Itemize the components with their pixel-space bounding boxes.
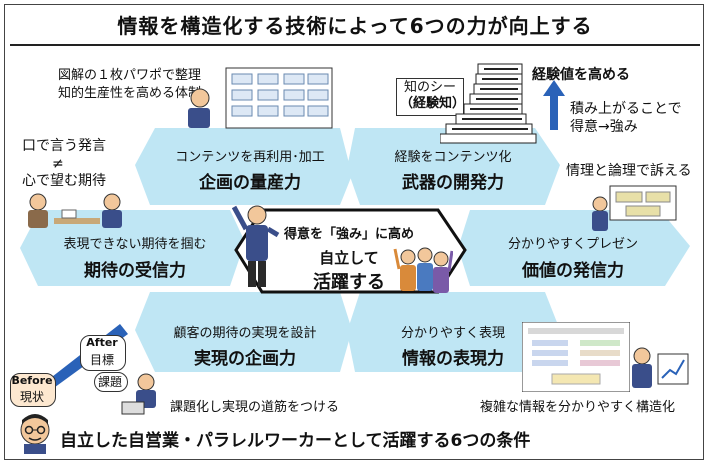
before-label: Before	[11, 374, 53, 387]
hex-weapon-dev	[347, 128, 560, 205]
center-line3: 活躍する	[313, 272, 385, 293]
laptop-with-diagram-icon	[188, 67, 333, 129]
meeting-people-icon	[28, 193, 122, 228]
hex-planning-mass	[135, 128, 352, 205]
issue-pill	[94, 372, 128, 392]
presenter-icon	[592, 185, 677, 231]
after-target-pill	[80, 335, 126, 371]
hex-expectation-receive	[20, 210, 245, 286]
center-line2: 自立して	[319, 249, 379, 267]
knowledge-sheet-label: 知のシート	[403, 80, 456, 111]
hex-realization-plan	[135, 292, 352, 372]
hex3-main: 期待の受信力	[84, 261, 186, 281]
hex6-main: 情報の表現力	[402, 349, 504, 369]
experience-head: 経験値を高める	[532, 67, 630, 83]
structured-slide-icon	[522, 322, 630, 392]
center-line1: 得意を「強み」に高め	[283, 227, 414, 242]
hex3-sub: 表現できない期待を掴む	[63, 237, 207, 252]
after-label: After	[86, 336, 118, 349]
knowledge-sheet-card	[396, 78, 464, 116]
left-note-3: 心で望む期待	[22, 173, 106, 189]
right-note: 情理と論理で訴える	[566, 163, 692, 179]
person-at-laptop-icon	[121, 373, 156, 415]
up-arrow-icon	[543, 80, 565, 130]
team-cheer-icon	[393, 247, 453, 293]
top-left-note-1: 図解の１枚パワポで整理	[58, 68, 202, 83]
bottom-right-note: 複雑な情報を分かりやすく構造化	[480, 400, 676, 415]
hex4-sub: 分かりやすくプレゼン	[507, 237, 638, 252]
left-note-2: ≠	[52, 156, 64, 172]
footer-caption: 自立した自営業・パラレルワーカーとして活躍する6つの条件	[60, 431, 531, 451]
footer-avatar-icon	[20, 414, 50, 454]
hex5-sub: 顧客の期待の実現を設計	[173, 326, 317, 341]
document-stack-icon	[440, 63, 537, 144]
before-current-pill	[10, 373, 56, 407]
current-label: 現状	[19, 390, 44, 404]
page-title: 情報を構造化する技術によって6つの力が向上する	[117, 14, 593, 38]
target-label: 目標	[89, 353, 114, 367]
experience-line-2: 得意→強み	[570, 119, 638, 135]
bottom-left-note: 課題化し実現の道筋をつける	[170, 400, 340, 415]
hex-info-express	[347, 292, 560, 372]
hex1-sub: コンテンツを再利用･加工	[175, 150, 325, 165]
hex5-main: 実現の企画力	[194, 349, 296, 369]
issue-label: 課題	[97, 375, 122, 389]
hex2-sub: 経験をコンテンツ化	[394, 150, 512, 165]
hex-value-transmit	[458, 210, 690, 286]
hex6-sub: 分かりやすく表現	[400, 326, 505, 341]
presenter-with-chart-icon	[632, 347, 689, 388]
left-note-1: 口で言う発言	[22, 138, 106, 154]
top-left-note-2: 知的生産性を高める体制	[58, 86, 202, 101]
hex1-main: 企画の量産力	[199, 173, 301, 193]
hex4-main: 価値の発信力	[522, 261, 624, 281]
businessman-cheer-icon	[232, 205, 280, 287]
title-divider	[10, 44, 700, 46]
hex2-main: 武器の開発力	[402, 173, 504, 193]
knowledge-sheet-sub: （経験知）	[400, 96, 466, 111]
experience-line-1: 積み上がることで	[570, 101, 682, 117]
